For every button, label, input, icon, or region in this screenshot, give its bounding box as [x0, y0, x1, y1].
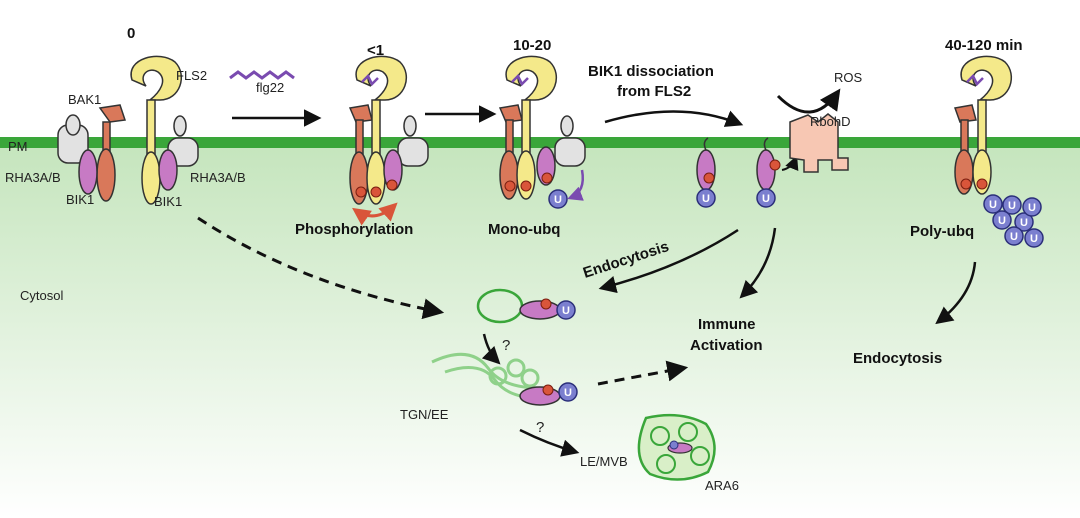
- time-label-1: <1: [367, 42, 384, 59]
- svg-text:U: U: [1028, 202, 1036, 214]
- question-mark-1: ?: [502, 337, 510, 354]
- free-bik1-1: U: [696, 137, 716, 208]
- svg-text:U: U: [1030, 233, 1038, 245]
- bik1-right-label: BIK1: [154, 194, 182, 209]
- poly-ubq-label: Poly-ubq: [910, 223, 974, 240]
- svg-text:U: U: [998, 215, 1006, 227]
- svg-text:U: U: [562, 305, 570, 317]
- receptor-complex-polyubiquitinated: U U U U U U U: [953, 55, 1044, 248]
- fls2-ectodomain: [130, 55, 183, 101]
- ros-label: ROS: [834, 70, 863, 85]
- free-bik1-2: U: [756, 137, 799, 208]
- svg-text:U: U: [1010, 231, 1018, 243]
- question-mark-2: ?: [536, 419, 544, 436]
- cytosol-label: Cytosol: [20, 288, 63, 303]
- svg-text:U: U: [1008, 200, 1016, 212]
- dashed-arrow-tgn-to-immune: [597, 360, 689, 386]
- le-mvb-label: LE/MVB: [580, 454, 628, 469]
- mono-ubq-label: Mono-ubq: [488, 221, 560, 238]
- rha-right-label: RHA3A/B: [190, 170, 246, 185]
- plasma-membrane: [0, 137, 1080, 148]
- rbohd-label: RbohD: [810, 114, 850, 129]
- fls2-label: FLS2: [176, 68, 207, 83]
- bak1-kinase: [96, 148, 116, 202]
- tgn-ee-label: TGN/EE: [400, 407, 449, 422]
- time-label-3: 40-120 min: [945, 37, 1023, 54]
- pm-label: PM: [8, 139, 28, 154]
- immune-activation-label-2: Activation: [690, 337, 763, 354]
- svg-text:U: U: [989, 199, 997, 211]
- receptor-complex-monoubiquitinated: U: [498, 55, 586, 209]
- arrow-dissociation: [604, 110, 744, 127]
- ros-production-arrow: [776, 88, 841, 114]
- dissociation-label-2: from FLS2: [617, 83, 691, 100]
- bik1-left-label: BIK1: [66, 192, 94, 207]
- tgn-ee-compartment: U: [431, 352, 578, 406]
- svg-text:U: U: [702, 193, 710, 205]
- rbohd-protein: [789, 113, 849, 173]
- phosphorylation-label: Phosphorylation: [295, 221, 413, 238]
- arrow-tgn-to-mvb: [519, 428, 580, 457]
- time-label-2: 10-20: [513, 37, 551, 54]
- svg-text:U: U: [564, 387, 572, 399]
- arrow-endocytosis-right: [935, 261, 977, 325]
- bak1-label: BAK1: [68, 92, 101, 107]
- bik1-left: [78, 149, 98, 195]
- phospho-exchange-arrow: [352, 202, 398, 226]
- dissociation-label-1: BIK1 dissociation: [588, 63, 714, 80]
- ara6-label: ARA6: [705, 478, 739, 493]
- rha-left-label: RHA3A/B: [5, 170, 61, 185]
- time-label-0: 0: [127, 25, 135, 42]
- le-mvb-compartment: [637, 413, 716, 481]
- flg22-peptide: [229, 70, 295, 80]
- svg-text:U: U: [762, 193, 770, 205]
- flg22-label: flg22: [256, 80, 284, 95]
- receptor-complex-phosphorylated: [348, 55, 429, 226]
- arrow-vesicle-to-tgn: [481, 333, 501, 365]
- arrow-to-immune-activation: [739, 227, 777, 299]
- dashed-arrow-bik1-endocytosis: [197, 216, 445, 320]
- bak1-ectodomain: [98, 104, 126, 123]
- endocytic-vesicle: U: [476, 288, 576, 324]
- ubiquitin-mono: U: [554, 194, 562, 206]
- svg-text:U: U: [1020, 217, 1028, 229]
- endocytosis-right-label: Endocytosis: [853, 350, 942, 367]
- immune-activation-label-1: Immune: [698, 316, 756, 333]
- bik1-right: [158, 149, 178, 191]
- cytosol-region: [0, 145, 1080, 518]
- arrow-endocytosis-mid: [598, 228, 739, 293]
- receptor-complex-resting: [57, 55, 199, 205]
